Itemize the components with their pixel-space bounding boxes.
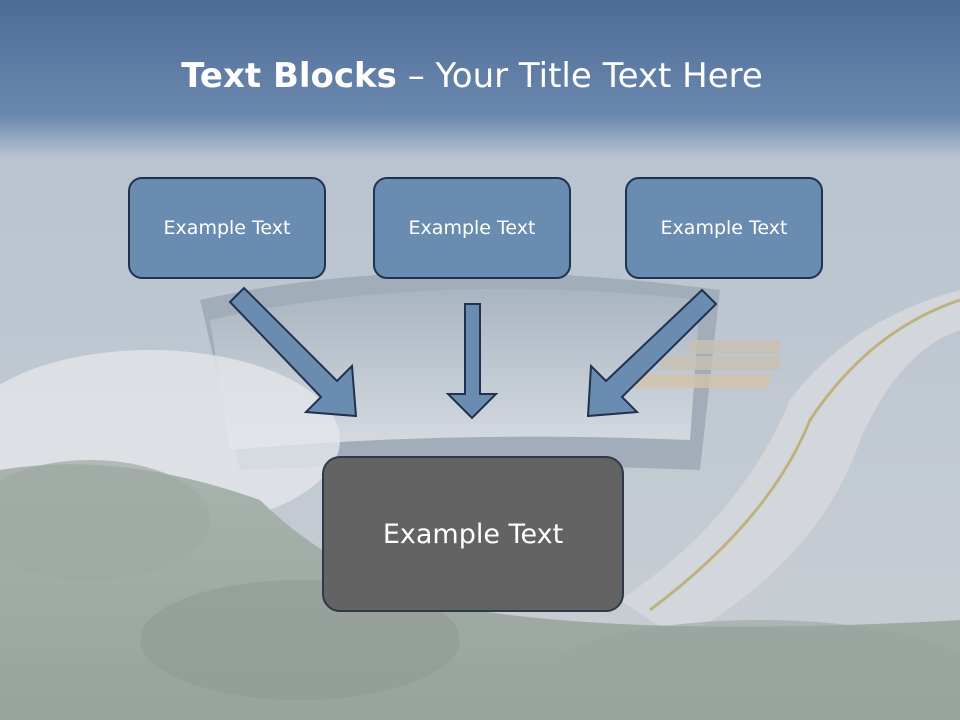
text-block-1[interactable]: Example Text xyxy=(128,177,326,279)
text-block-3-label: Example Text xyxy=(660,217,788,239)
text-block-2[interactable]: Example Text xyxy=(373,177,571,279)
title-bold: Text Blocks xyxy=(181,56,397,96)
text-block-main[interactable]: Example Text xyxy=(322,456,624,612)
arrow-right-diagonal xyxy=(586,288,718,418)
text-block-1-label: Example Text xyxy=(163,217,291,239)
text-block-2-label: Example Text xyxy=(408,217,536,239)
text-block-3[interactable]: Example Text xyxy=(625,177,823,279)
arrow-left-diagonal xyxy=(228,286,358,418)
arrow-center-down xyxy=(445,303,499,420)
text-block-main-label: Example Text xyxy=(382,518,564,550)
page-title: Text Blocks – Your Title Text Here xyxy=(0,56,944,96)
title-dash: – xyxy=(396,56,436,96)
title-rest: Your Title Text Here xyxy=(435,56,763,96)
